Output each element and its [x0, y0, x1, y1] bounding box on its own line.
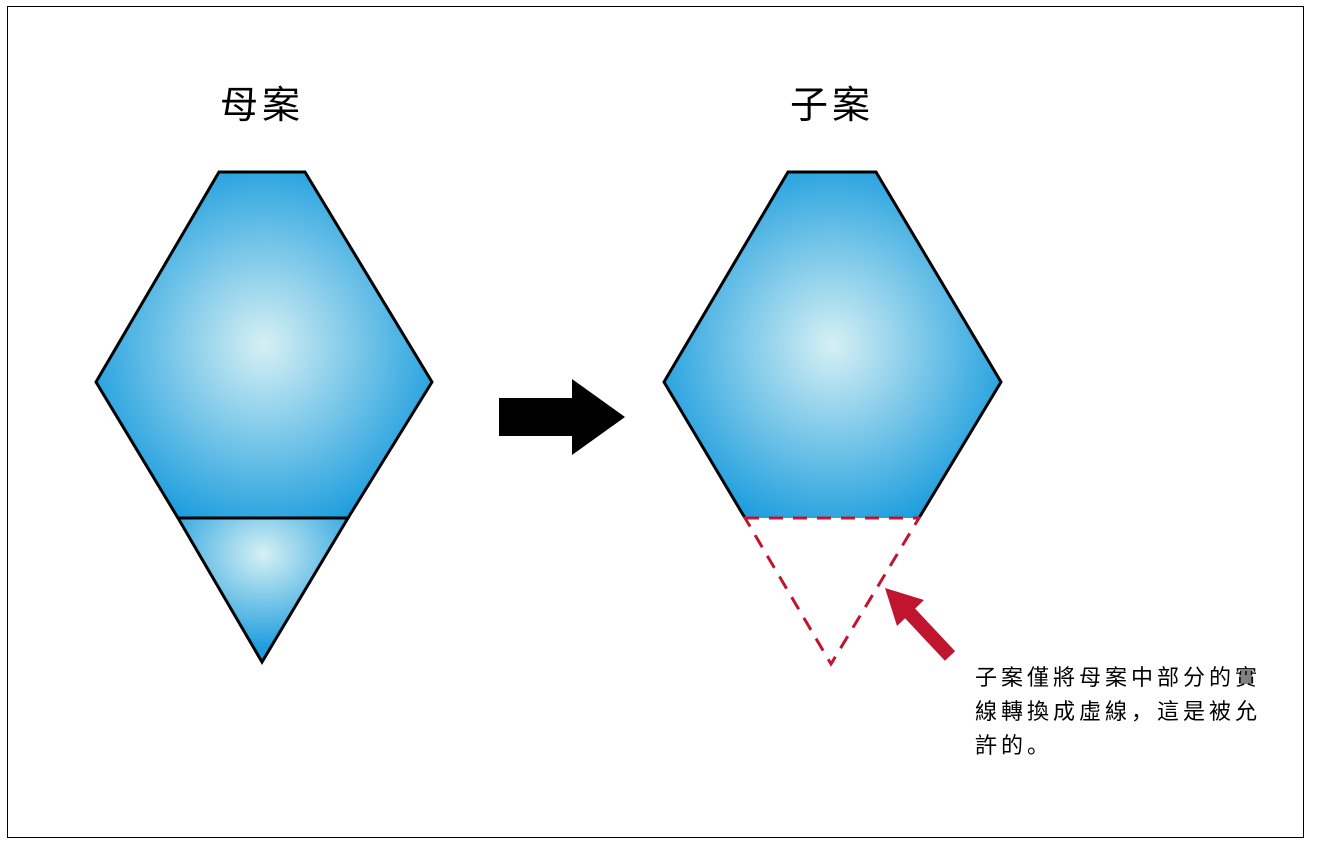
note-line-2: 線轉換成虛線，這是被允 — [975, 700, 1262, 725]
explanatory-note: 子案僅將母案中部分的實 線轉換成虛線，這是被允 許的。 — [975, 662, 1275, 764]
arrow-right-icon — [499, 379, 625, 455]
child-design-title: 子案 — [790, 83, 875, 127]
note-line-1: 子案僅將母案中部分的實 — [975, 666, 1262, 691]
parent-lower-triangle — [175, 516, 351, 665]
arrow-up-left-icon — [885, 588, 956, 661]
note-line-3: 許的。 — [975, 734, 1054, 759]
child-upper-shape — [664, 172, 1001, 518]
parent-upper-shape — [94, 170, 434, 520]
parent-design-title: 母案 — [220, 83, 305, 127]
figure-frame — [7, 6, 1304, 838]
child-solid-outline — [662, 170, 1003, 519]
